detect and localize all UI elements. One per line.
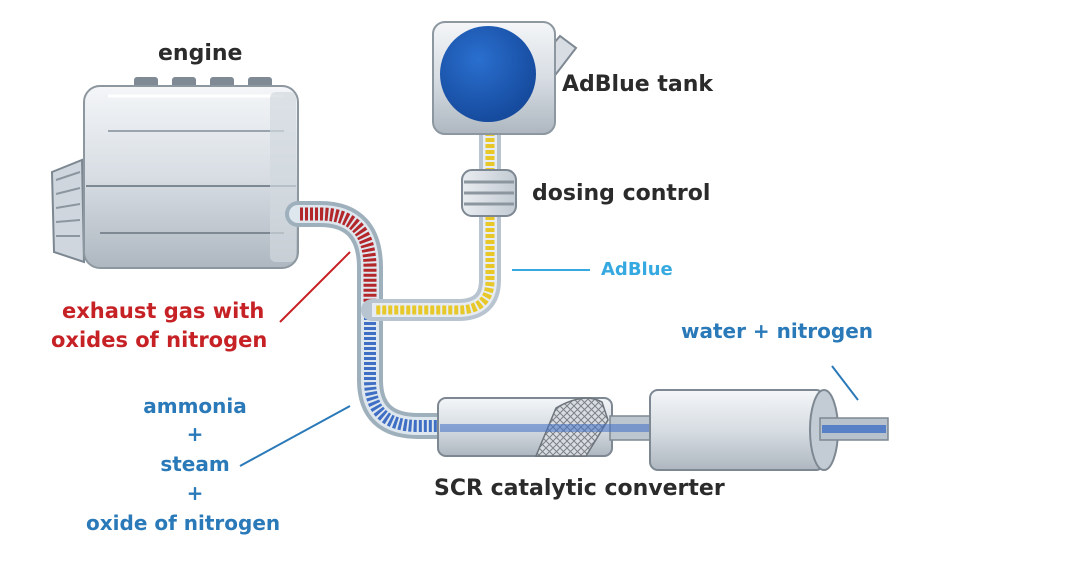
label-scr-converter: SCR catalytic converter xyxy=(434,476,725,501)
label-plus-2: + xyxy=(186,481,204,505)
adblue-line xyxy=(361,121,501,321)
mixed-gas-flow xyxy=(364,312,445,432)
label-ammonia: ammonia xyxy=(143,394,247,418)
dosing-valve-icon xyxy=(461,169,517,217)
label-plus-1: + xyxy=(186,422,204,446)
label-adblue: AdBlue xyxy=(601,259,673,280)
adblue-tank-icon xyxy=(432,21,578,135)
label-exhaust-line1: exhaust gas with xyxy=(62,299,265,323)
label-steam: steam xyxy=(160,452,230,476)
muffler-icon xyxy=(649,389,839,471)
leader-water xyxy=(831,365,859,401)
leader-exhaust xyxy=(279,251,351,323)
label-exhaust-line2: oxides of nitrogen xyxy=(51,328,268,352)
exhaust-gas-flow xyxy=(300,207,377,310)
inner-flow-1 xyxy=(440,424,654,432)
label-adblue-tank: AdBlue tank xyxy=(562,72,713,97)
label-dosing-control: dosing control xyxy=(532,181,711,206)
label-water-nitrogen: water + nitrogen xyxy=(681,319,874,343)
label-oxide-nitrogen: oxide of nitrogen xyxy=(86,511,281,535)
label-engine: engine xyxy=(158,41,243,66)
engine-fan xyxy=(50,158,86,264)
adblue-fluid xyxy=(376,132,495,315)
leader-ammonia xyxy=(239,405,351,467)
water-nitrogen-flow xyxy=(822,425,886,433)
engine-icon xyxy=(50,77,299,269)
